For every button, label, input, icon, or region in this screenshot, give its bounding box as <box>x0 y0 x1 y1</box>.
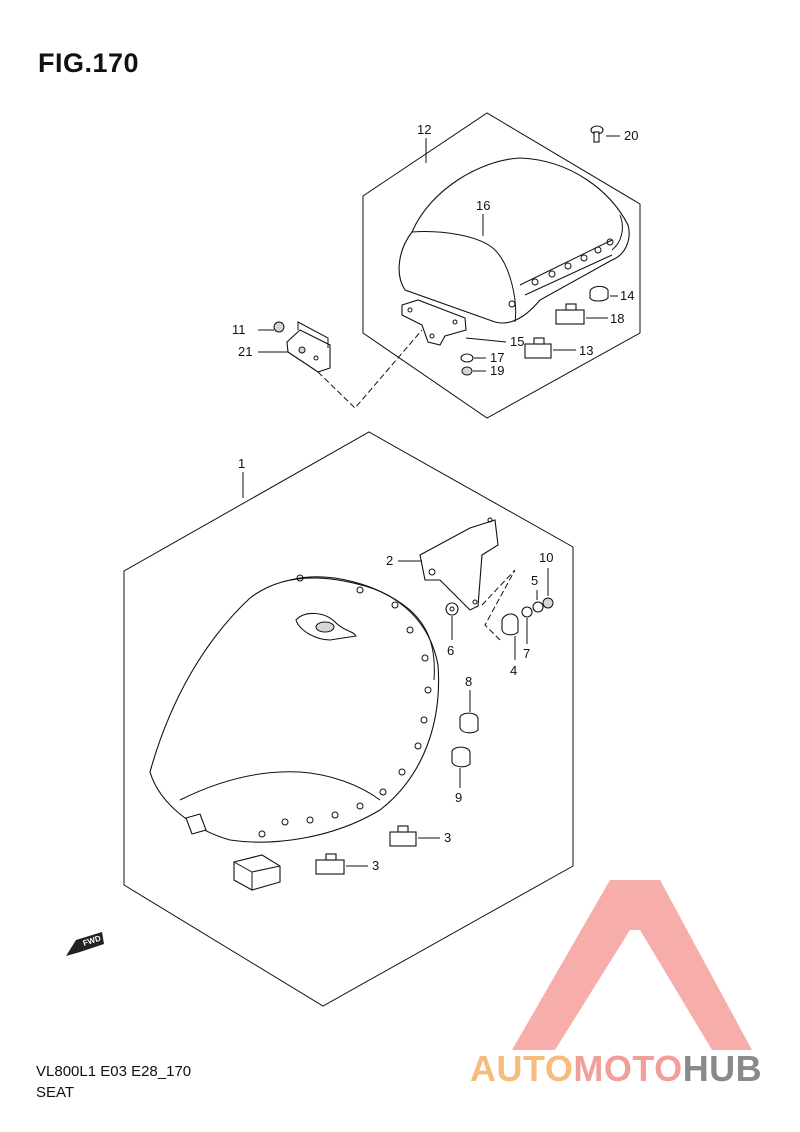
watermark-brand: AUTOMOTOHUB <box>470 1048 762 1090</box>
bolt-20 <box>590 125 604 143</box>
figure-title: FIG.170 <box>38 48 140 78</box>
callout-3a: 3 <box>444 830 451 845</box>
group-12-outline <box>362 112 641 419</box>
brand-part-auto: AUTO <box>470 1048 574 1089</box>
callout-2: 2 <box>386 553 393 568</box>
callout-15: 15 <box>510 334 524 349</box>
callout-1: 1 <box>238 456 245 471</box>
assembly-line-21-15 <box>317 329 423 409</box>
callout-7: 7 <box>523 646 530 661</box>
assembly-line-2-4 <box>481 569 516 641</box>
bracket-15 <box>401 299 467 346</box>
callout-5: 5 <box>531 573 538 588</box>
callout-17: 17 <box>490 350 504 365</box>
clip-3b <box>315 853 345 875</box>
bolt-11 <box>273 321 285 333</box>
callout-14: 14 <box>620 288 634 303</box>
callout-10: 10 <box>539 550 553 565</box>
damper-4 <box>501 613 519 636</box>
callout-12: 12 <box>417 122 431 137</box>
bracket-21 <box>286 321 331 373</box>
nut-10 <box>542 597 554 609</box>
cushion-8 <box>459 712 479 734</box>
callout-6: 6 <box>447 643 454 658</box>
group-1-outline <box>123 431 574 1007</box>
clip-3a <box>389 825 417 847</box>
callout-11: 11 <box>232 322 246 337</box>
callout-3b: 3 <box>372 858 379 873</box>
callout-16: 16 <box>476 198 490 213</box>
washer-17 <box>460 353 474 363</box>
nut-19 <box>461 366 473 376</box>
callout-9: 9 <box>455 790 462 805</box>
callout-18: 18 <box>610 311 624 326</box>
clip-13 <box>524 337 552 359</box>
washer-6 <box>445 602 459 616</box>
model-code: VL800L1 E03 E28_170 <box>36 1063 192 1080</box>
rider-seat-1 <box>149 574 440 843</box>
leader-lines <box>242 135 620 867</box>
pad-box <box>233 854 281 891</box>
callout-21: 21 <box>238 344 252 359</box>
bracket-2 <box>419 517 499 611</box>
callout-labels: 12 16 20 14 18 15 13 17 19 11 21 1 2 6 4… <box>232 122 638 873</box>
clip-18 <box>555 303 585 325</box>
brand-part-hub: HUB <box>682 1048 763 1089</box>
callout-20: 20 <box>624 128 638 143</box>
callout-8: 8 <box>465 674 472 689</box>
brand-part-moto: MOTO <box>573 1048 683 1089</box>
collar-7 <box>521 606 533 618</box>
pillion-seat-16 <box>398 157 630 324</box>
cushion-9 <box>451 746 471 768</box>
callout-4: 4 <box>510 663 517 678</box>
section-name: SEAT <box>36 1084 75 1101</box>
watermark-logo <box>512 880 752 1050</box>
cushion-14 <box>589 285 609 302</box>
washer-5 <box>532 601 544 613</box>
callout-19: 19 <box>490 363 504 378</box>
fwd-arrow-icon: FWD <box>66 932 104 956</box>
callout-13: 13 <box>579 343 593 358</box>
